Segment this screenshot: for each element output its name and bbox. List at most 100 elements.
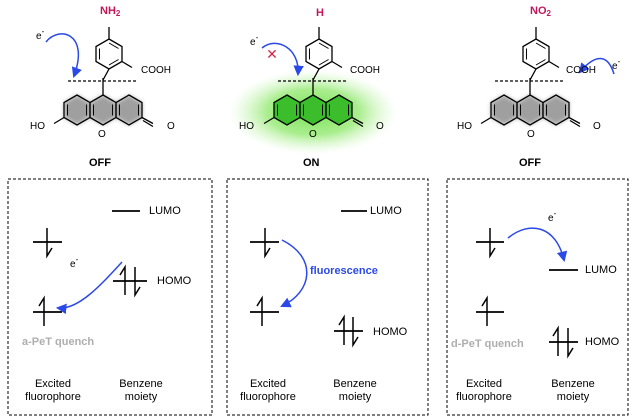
- electron-spin-up: [38, 295, 45, 326]
- ketone-bond: [141, 116, 154, 125]
- lumo-label-1: LUMO: [149, 205, 181, 217]
- fluorescence-arrow: [280, 239, 308, 308]
- ketone-bond: [568, 116, 581, 125]
- benzene-double-bond: [108, 42, 119, 49]
- xanthene-ring-bond: [115, 94, 143, 126]
- electron-spin-down: [352, 317, 359, 348]
- electron-transfer-arrow: [261, 42, 304, 77]
- xanthene-ring-shadow: [543, 95, 569, 125]
- acid-label-1: COOH: [141, 65, 171, 76]
- ketone-double-bond: [569, 119, 581, 128]
- xanthene-ring-shadow: [517, 95, 543, 125]
- ketone-bond: [351, 116, 364, 125]
- xanthene-ring-shadow: [116, 95, 142, 125]
- acid-label-2: COOH: [350, 65, 380, 76]
- ketone-label-1: O: [167, 121, 175, 132]
- ketone-double-bond: [352, 119, 364, 128]
- right-caption-3: Benzene moiety: [551, 378, 595, 403]
- lumo-label-3: LUMO: [585, 264, 617, 276]
- right-caption-1: Benzene moiety: [119, 378, 163, 403]
- homo-label-2: HOMO: [373, 326, 408, 338]
- acid-label-3: COOH: [566, 65, 596, 76]
- process-label-1: a-PeT quench: [22, 336, 95, 348]
- state-label-3: OFF: [519, 157, 541, 169]
- substituent-label-1: NH2: [100, 5, 121, 18]
- benzene-double-bond: [108, 59, 119, 66]
- xanthene-ring-bond: [325, 94, 353, 126]
- electron-label-panel-1: e-: [70, 255, 79, 270]
- electron-spin-down: [134, 267, 141, 298]
- hydroxyl-label-2: HO: [239, 121, 254, 132]
- xanthene-ring-shadow: [491, 95, 517, 125]
- molecules-layer: ✕: [45, 27, 615, 154]
- hydroxyl-bond: [53, 116, 65, 125]
- electron-spin-up: [256, 295, 263, 326]
- xanthene-ring-fill: [274, 95, 300, 125]
- ketone-double-bond: [142, 119, 154, 128]
- electron-transfer-arrow: [55, 261, 123, 315]
- ketone-label-3: O: [593, 121, 601, 132]
- carboxyl-bond: [548, 60, 560, 69]
- electron-transfer-arrow: [578, 58, 615, 75]
- ring-oxygen-label-3: O: [527, 129, 535, 140]
- electron-label-mol-2: e-: [250, 33, 259, 48]
- electron-spin-up: [481, 295, 488, 326]
- energy-panel-2: [226, 178, 429, 416]
- electron-spin-up: [552, 325, 559, 356]
- ring-oxygen-label-1: O: [98, 129, 106, 140]
- xanthene-ring-shadow: [64, 95, 90, 125]
- hydroxyl-bond: [263, 116, 275, 125]
- xanthene-ring-shadow: [90, 95, 116, 125]
- hydroxyl-label-3: HO: [457, 121, 472, 132]
- lumo-label-2: LUMO: [370, 205, 402, 217]
- electron-transfer-arrow: [507, 227, 568, 263]
- homo-label-1: HOMO: [157, 275, 192, 287]
- process-label-3: d-PeT quench: [451, 338, 524, 350]
- benzene-double-bond: [318, 42, 329, 49]
- electron-label-mol-1: e-: [36, 27, 45, 42]
- xanthene-ring-fill: [300, 95, 326, 125]
- hydroxyl-bond: [480, 116, 492, 125]
- homo-label-3: HOMO: [585, 336, 620, 348]
- left-caption-3: Excited fluorophore: [456, 378, 512, 403]
- state-label-1: OFF: [89, 157, 111, 169]
- energy-panel-1: [7, 178, 213, 416]
- left-caption-2: Excited fluorophore: [240, 378, 296, 403]
- molecule-3: [480, 27, 615, 128]
- electron-spin-up: [119, 264, 126, 295]
- blocked-transfer-mark: ✕: [266, 47, 278, 63]
- xanthene-ring-fill: [326, 95, 352, 125]
- left-caption-1: Excited fluorophore: [25, 378, 81, 403]
- benzene-linker-bond: [312, 68, 320, 81]
- energy-panel-3: [446, 178, 629, 416]
- benzene-double-bond: [318, 59, 329, 66]
- process-label-2: fluorescence: [310, 265, 378, 277]
- electron-label-panel-3: e-: [548, 209, 557, 224]
- hydroxyl-label-1: HO: [30, 121, 45, 132]
- electron-transfer-arrow: [45, 33, 82, 78]
- ring-oxygen-label-2: O: [309, 129, 317, 140]
- molecule-2: ✕: [229, 27, 397, 154]
- electron-spin-down: [489, 228, 496, 259]
- state-label-2: ON: [303, 157, 320, 169]
- molecule-1: [45, 27, 154, 128]
- electron-spin-down: [264, 228, 271, 259]
- energy-panels-layer: [7, 178, 629, 416]
- benzene-double-bond: [535, 59, 546, 66]
- right-caption-2: Benzene moiety: [333, 378, 377, 403]
- xanthene-ring-bond: [542, 94, 570, 126]
- carboxyl-bond: [121, 60, 133, 69]
- electron-label-mol-3: e-: [612, 57, 621, 72]
- electron-spin-down: [46, 228, 53, 259]
- substituent-label-2: H: [316, 7, 324, 19]
- ketone-label-2: O: [376, 121, 384, 132]
- electron-spin-up: [338, 314, 345, 345]
- carboxyl-bond: [331, 60, 343, 69]
- electron-spin-down: [567, 328, 574, 359]
- benzene-linker-bond: [529, 68, 537, 81]
- substituent-label-3: NO2: [530, 5, 551, 18]
- benzene-linker-bond: [102, 68, 110, 81]
- benzene-double-bond: [535, 42, 546, 49]
